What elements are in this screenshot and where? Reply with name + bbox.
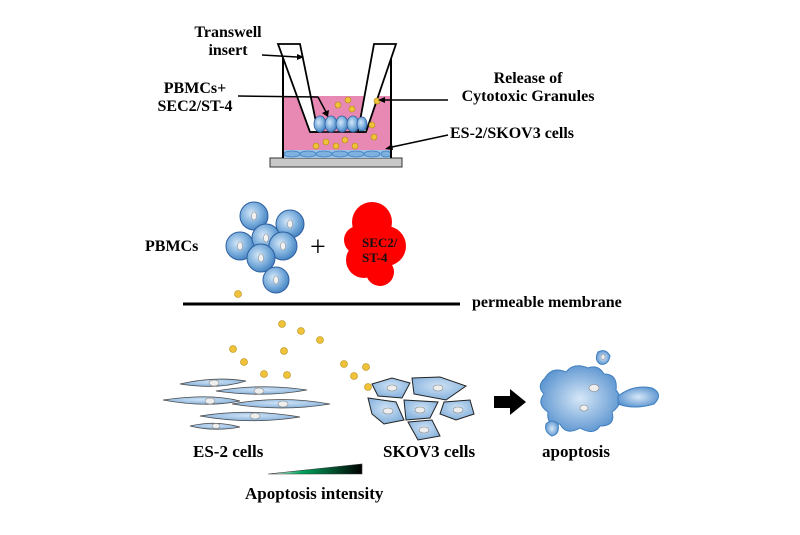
well-base-plate <box>269 157 403 168</box>
bottom-cell-layer <box>283 150 392 158</box>
skov3-cell <box>371 377 411 399</box>
sec2-st4-blob <box>344 202 406 286</box>
apoptotic-cell-main <box>539 365 621 432</box>
transwell-arrows <box>237 54 449 150</box>
pbmc-cell <box>246 243 276 273</box>
cell-nucleus <box>579 404 589 412</box>
release-label-line1: Release of <box>493 70 563 87</box>
transwell-label: Transwell insert <box>188 24 268 61</box>
pbmc-cell <box>268 231 298 261</box>
pbmc-cluster <box>225 201 305 294</box>
transwell-label-line1: Transwell <box>194 24 262 41</box>
apoptosis-label: apoptosis <box>542 442 611 461</box>
cell-nucleus <box>600 354 606 360</box>
plus-sign: + <box>310 232 326 263</box>
permeable-membrane-label: permeable membrane <box>472 294 622 311</box>
skov3-cell <box>439 399 475 421</box>
insert-pbmc-cells <box>313 115 368 133</box>
pbmcs-label: PBMCs <box>145 238 199 255</box>
pbmc-sec-label: PBMCs+ SEC2/ST-4 <box>152 80 238 117</box>
skov3-cell <box>403 399 439 421</box>
es2-cell-group <box>162 378 331 430</box>
es2-cell <box>162 396 241 405</box>
release-label: Release of Cytotoxic Granules <box>448 70 608 107</box>
apoptosis-intensity-gradient <box>267 463 363 475</box>
transition-arrow <box>494 389 526 415</box>
skov3-cell <box>411 376 468 401</box>
es2-cell <box>215 386 308 395</box>
apoptotic-cell-fragment <box>545 420 559 437</box>
pbmc-cell <box>239 201 269 231</box>
apoptotic-cell-group <box>539 350 659 437</box>
es2-cells-label: ES-2 cells <box>193 442 264 461</box>
sec2-label-line1: SEC2/ <box>362 235 398 250</box>
es2-skov3-label: ES-2/SKOV3 cells <box>450 125 575 142</box>
transwell-label-line2: insert <box>208 42 248 60</box>
sec2-label-line2: ST-4 <box>362 249 388 265</box>
well-granules <box>312 96 381 150</box>
skov3-cells-label: SKOV3 cells <box>383 442 476 461</box>
sec2-label: SEC2/ ST-4 <box>362 235 398 266</box>
skov3-cell-group <box>367 376 475 441</box>
es2-cell <box>231 399 331 409</box>
diffusing-granules <box>229 320 372 391</box>
skov3-cell <box>407 419 441 441</box>
apoptotic-cell-fragment <box>617 386 659 408</box>
es2-cell <box>199 411 301 422</box>
pbmc-sec-label-line1: PBMCs+ <box>163 80 227 97</box>
pbmc-cell <box>262 266 290 294</box>
es2-cell <box>179 378 247 387</box>
insert-wall-right <box>356 43 398 133</box>
skov3-cell <box>367 397 405 425</box>
release-label-line2: Cytotoxic Granules <box>461 88 595 106</box>
transwell-diagram <box>237 43 449 168</box>
cell-nucleus <box>588 384 600 392</box>
es2-cell <box>189 422 241 430</box>
pbmc-sec-label-line2: SEC2/ST-4 <box>157 98 233 116</box>
granule <box>234 290 242 298</box>
apoptosis-intensity-label: Apoptosis intensity <box>245 484 384 503</box>
